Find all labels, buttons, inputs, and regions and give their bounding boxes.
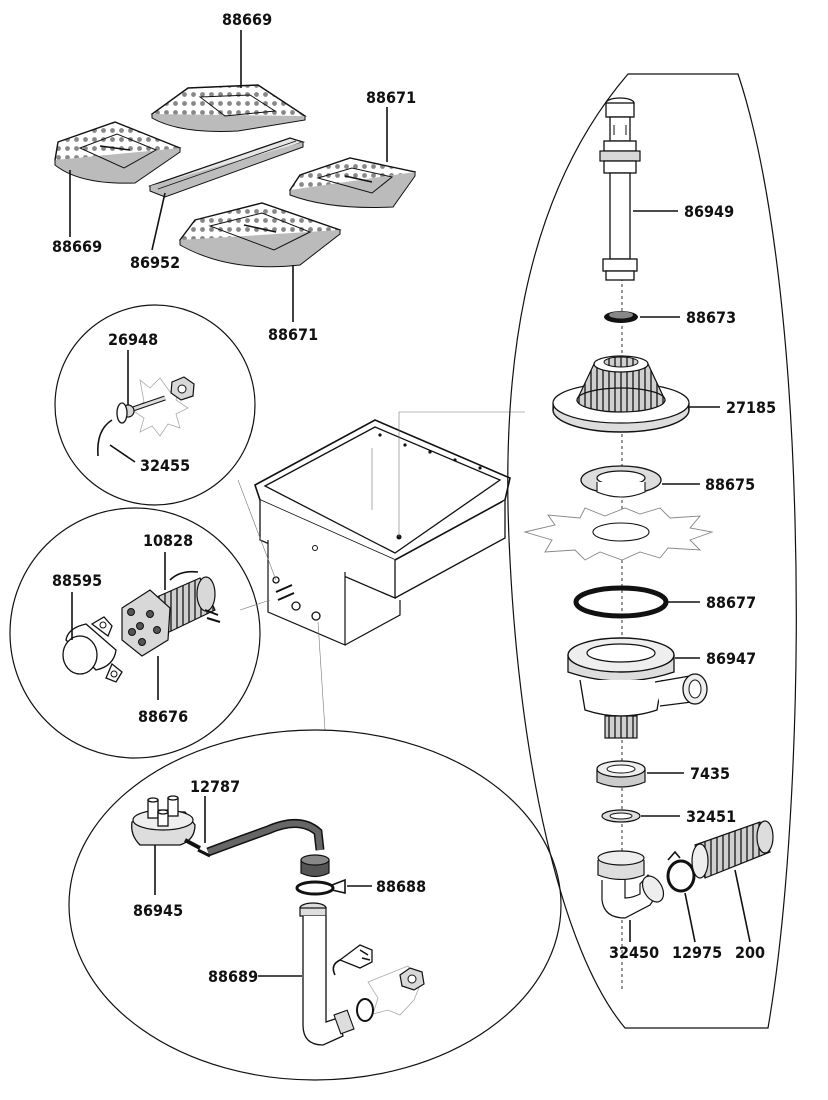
fitting-top[interactable] <box>300 854 330 878</box>
overflow-pipe-86949[interactable] <box>599 97 641 281</box>
leader-lines <box>69 30 751 977</box>
gasket-88675[interactable] <box>580 465 662 498</box>
label-86949: 86949 <box>684 202 734 221</box>
label-88676: 88676 <box>138 707 188 726</box>
drain-assembly-oval <box>507 73 797 1029</box>
label-88688: 88688 <box>376 877 426 896</box>
label-88675: 88675 <box>705 475 755 494</box>
label-12787: 12787 <box>190 777 240 796</box>
connector-clip[interactable] <box>332 944 373 976</box>
label-88669-left: 88669 <box>52 237 102 256</box>
label-86947: 86947 <box>706 649 756 668</box>
sink-basin[interactable] <box>254 419 511 646</box>
part-labels: 88669 88669 88671 88671 86952 26948 3245… <box>52 10 776 986</box>
label-12975: 12975 <box>672 943 722 962</box>
label-88595: 88595 <box>52 571 102 590</box>
o-ring-88677[interactable] <box>573 585 669 619</box>
label-32451: 32451 <box>686 807 736 826</box>
washer-32451[interactable] <box>601 809 641 823</box>
seal-88673[interactable] <box>604 311 638 323</box>
drain-body-86947[interactable] <box>567 637 708 739</box>
sink-bottom-cutout <box>523 507 714 561</box>
divider-86952[interactable] <box>148 137 306 198</box>
tray-88669-top[interactable] <box>150 84 307 132</box>
perforated-trays <box>54 84 417 268</box>
label-26948: 26948 <box>108 330 158 349</box>
label-88671-top: 88671 <box>366 88 416 107</box>
label-88671-bottom: 88671 <box>268 325 318 344</box>
label-32455: 32455 <box>140 456 190 475</box>
elbow-32450[interactable] <box>597 850 668 919</box>
label-32450: 32450 <box>609 943 659 962</box>
tray-88671-bottom[interactable] <box>178 202 342 268</box>
label-7435: 7435 <box>690 764 730 783</box>
hose-200[interactable] <box>691 820 774 879</box>
label-86952: 86952 <box>130 253 180 272</box>
nut-icon[interactable] <box>170 376 195 401</box>
flange-88676[interactable] <box>121 589 171 657</box>
label-88689: 88689 <box>208 967 258 986</box>
label-200: 200 <box>735 943 765 962</box>
strainer-27185[interactable] <box>552 355 690 433</box>
label-86945: 86945 <box>133 901 183 920</box>
detail-circle-level <box>68 729 562 1081</box>
hose-12787[interactable] <box>197 819 325 858</box>
tube-88689[interactable] <box>299 902 355 1046</box>
fitting-nut[interactable] <box>356 965 425 1022</box>
clamp-12975[interactable] <box>666 850 696 893</box>
label-88669-top: 88669 <box>222 10 272 29</box>
label-10828: 10828 <box>143 531 193 550</box>
label-27185: 27185 <box>726 398 776 417</box>
detail-circle-connector <box>54 304 256 506</box>
pressure-switch-86945[interactable] <box>131 795 201 850</box>
label-88677: 88677 <box>706 593 756 612</box>
clamp-88688[interactable] <box>295 878 346 896</box>
tray-88671-right[interactable] <box>288 157 417 208</box>
nut-7435[interactable] <box>596 760 646 788</box>
detail-circle-heater <box>9 507 261 759</box>
label-88673: 88673 <box>686 308 736 327</box>
cover-88595[interactable] <box>62 616 123 683</box>
tray-88669-left[interactable] <box>54 121 182 184</box>
